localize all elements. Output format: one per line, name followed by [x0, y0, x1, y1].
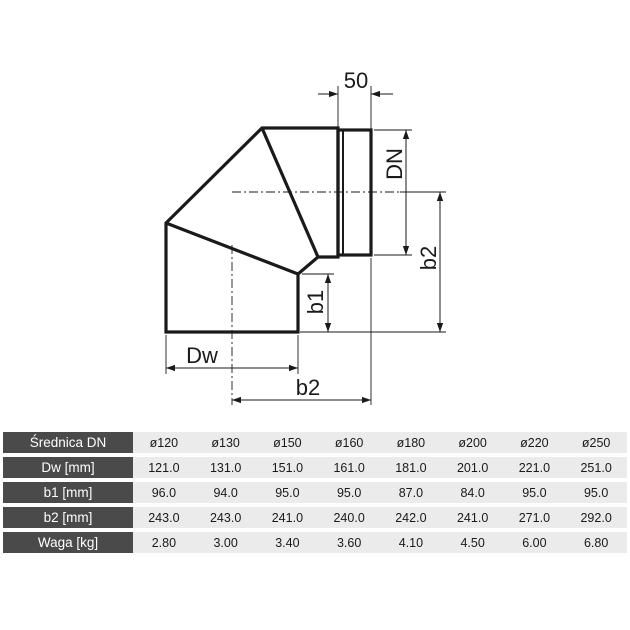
table-cell: 243.0 — [194, 507, 257, 528]
table-cell: 96.0 — [133, 482, 195, 503]
table-cell: 161.0 — [318, 457, 380, 478]
table-cell: 151.0 — [256, 457, 319, 478]
spec-table: Średnica DN ø120 ø130 ø150 ø160 ø180 ø20… — [3, 428, 627, 557]
label-outer-diameter: Dw — [186, 343, 218, 368]
table-cell: 84.0 — [441, 482, 504, 503]
table-cell: 4.10 — [380, 532, 442, 553]
table-cell: 292.0 — [565, 507, 627, 528]
table-cell: ø130 — [194, 432, 257, 453]
table-cell: 3.00 — [194, 532, 257, 553]
table-cell: 251.0 — [565, 457, 627, 478]
table-cell: 6.80 — [565, 532, 627, 553]
table-cell: 95.0 — [256, 482, 319, 503]
table-cell: ø150 — [256, 432, 319, 453]
table-cell: 243.0 — [133, 507, 195, 528]
label-height-b1: b1 — [303, 290, 328, 314]
row-header-weight: Waga [kg] — [3, 532, 133, 553]
segment-seam-upper — [260, 127, 320, 258]
table-cell: 271.0 — [503, 507, 566, 528]
socket-end — [336, 128, 373, 257]
table-cell: ø200 — [441, 432, 504, 453]
row-header-diameter: Średnica DN — [3, 432, 133, 453]
label-socket-length: 50 — [344, 68, 368, 93]
socket-rect — [336, 128, 373, 257]
table-row: b1 [mm] 96.0 94.0 95.0 95.0 87.0 84.0 95… — [3, 482, 627, 503]
table-cell: 3.40 — [256, 532, 319, 553]
row-header-b2: b2 [mm] — [3, 507, 133, 528]
table-cell: 241.0 — [256, 507, 319, 528]
table-row: Średnica DN ø120 ø130 ø150 ø160 ø180 ø20… — [3, 432, 627, 453]
row-header-b1: b1 [mm] — [3, 482, 133, 503]
table-cell: 4.50 — [441, 532, 504, 553]
table-cell: 95.0 — [503, 482, 566, 503]
table-cell: ø160 — [318, 432, 380, 453]
dimension-lines — [166, 90, 444, 404]
table-cell: 242.0 — [380, 507, 442, 528]
label-width-b2: b2 — [296, 375, 320, 400]
table-row: b2 [mm] 243.0 243.0 241.0 240.0 242.0 24… — [3, 507, 627, 528]
elbow-outer-contour — [164, 126, 340, 334]
table-row: Waga [kg] 2.80 3.00 3.40 3.60 4.10 4.50 … — [3, 532, 627, 553]
table-cell: 221.0 — [503, 457, 566, 478]
table-cell: 87.0 — [380, 482, 442, 503]
table-cell: 95.0 — [318, 482, 380, 503]
table-cell: 2.80 — [133, 532, 195, 553]
table-cell: 201.0 — [441, 457, 504, 478]
table-cell: 121.0 — [133, 457, 195, 478]
row-header-dw: Dw [mm] — [3, 457, 133, 478]
label-nominal-diameter: DN — [382, 148, 407, 180]
table-cell: 95.0 — [565, 482, 627, 503]
table-cell: ø220 — [503, 432, 566, 453]
table-cell: 131.0 — [194, 457, 257, 478]
table-cell: 6.00 — [503, 532, 566, 553]
table-row: Dw [mm] 121.0 131.0 151.0 161.0 181.0 20… — [3, 457, 627, 478]
center-lines — [231, 191, 400, 405]
label-height-b2: b2 — [416, 246, 441, 270]
table-cell: ø250 — [565, 432, 627, 453]
table-cell: 3.60 — [318, 532, 380, 553]
table-cell: 240.0 — [318, 507, 380, 528]
table-cell: 94.0 — [194, 482, 257, 503]
table-cell: 241.0 — [441, 507, 504, 528]
table-cell: ø180 — [380, 432, 442, 453]
table-cell: ø120 — [133, 432, 195, 453]
table-cell: 181.0 — [380, 457, 442, 478]
elbow-technical-drawing: 50 DN b2 b1 Dw b2 — [164, 68, 446, 405]
